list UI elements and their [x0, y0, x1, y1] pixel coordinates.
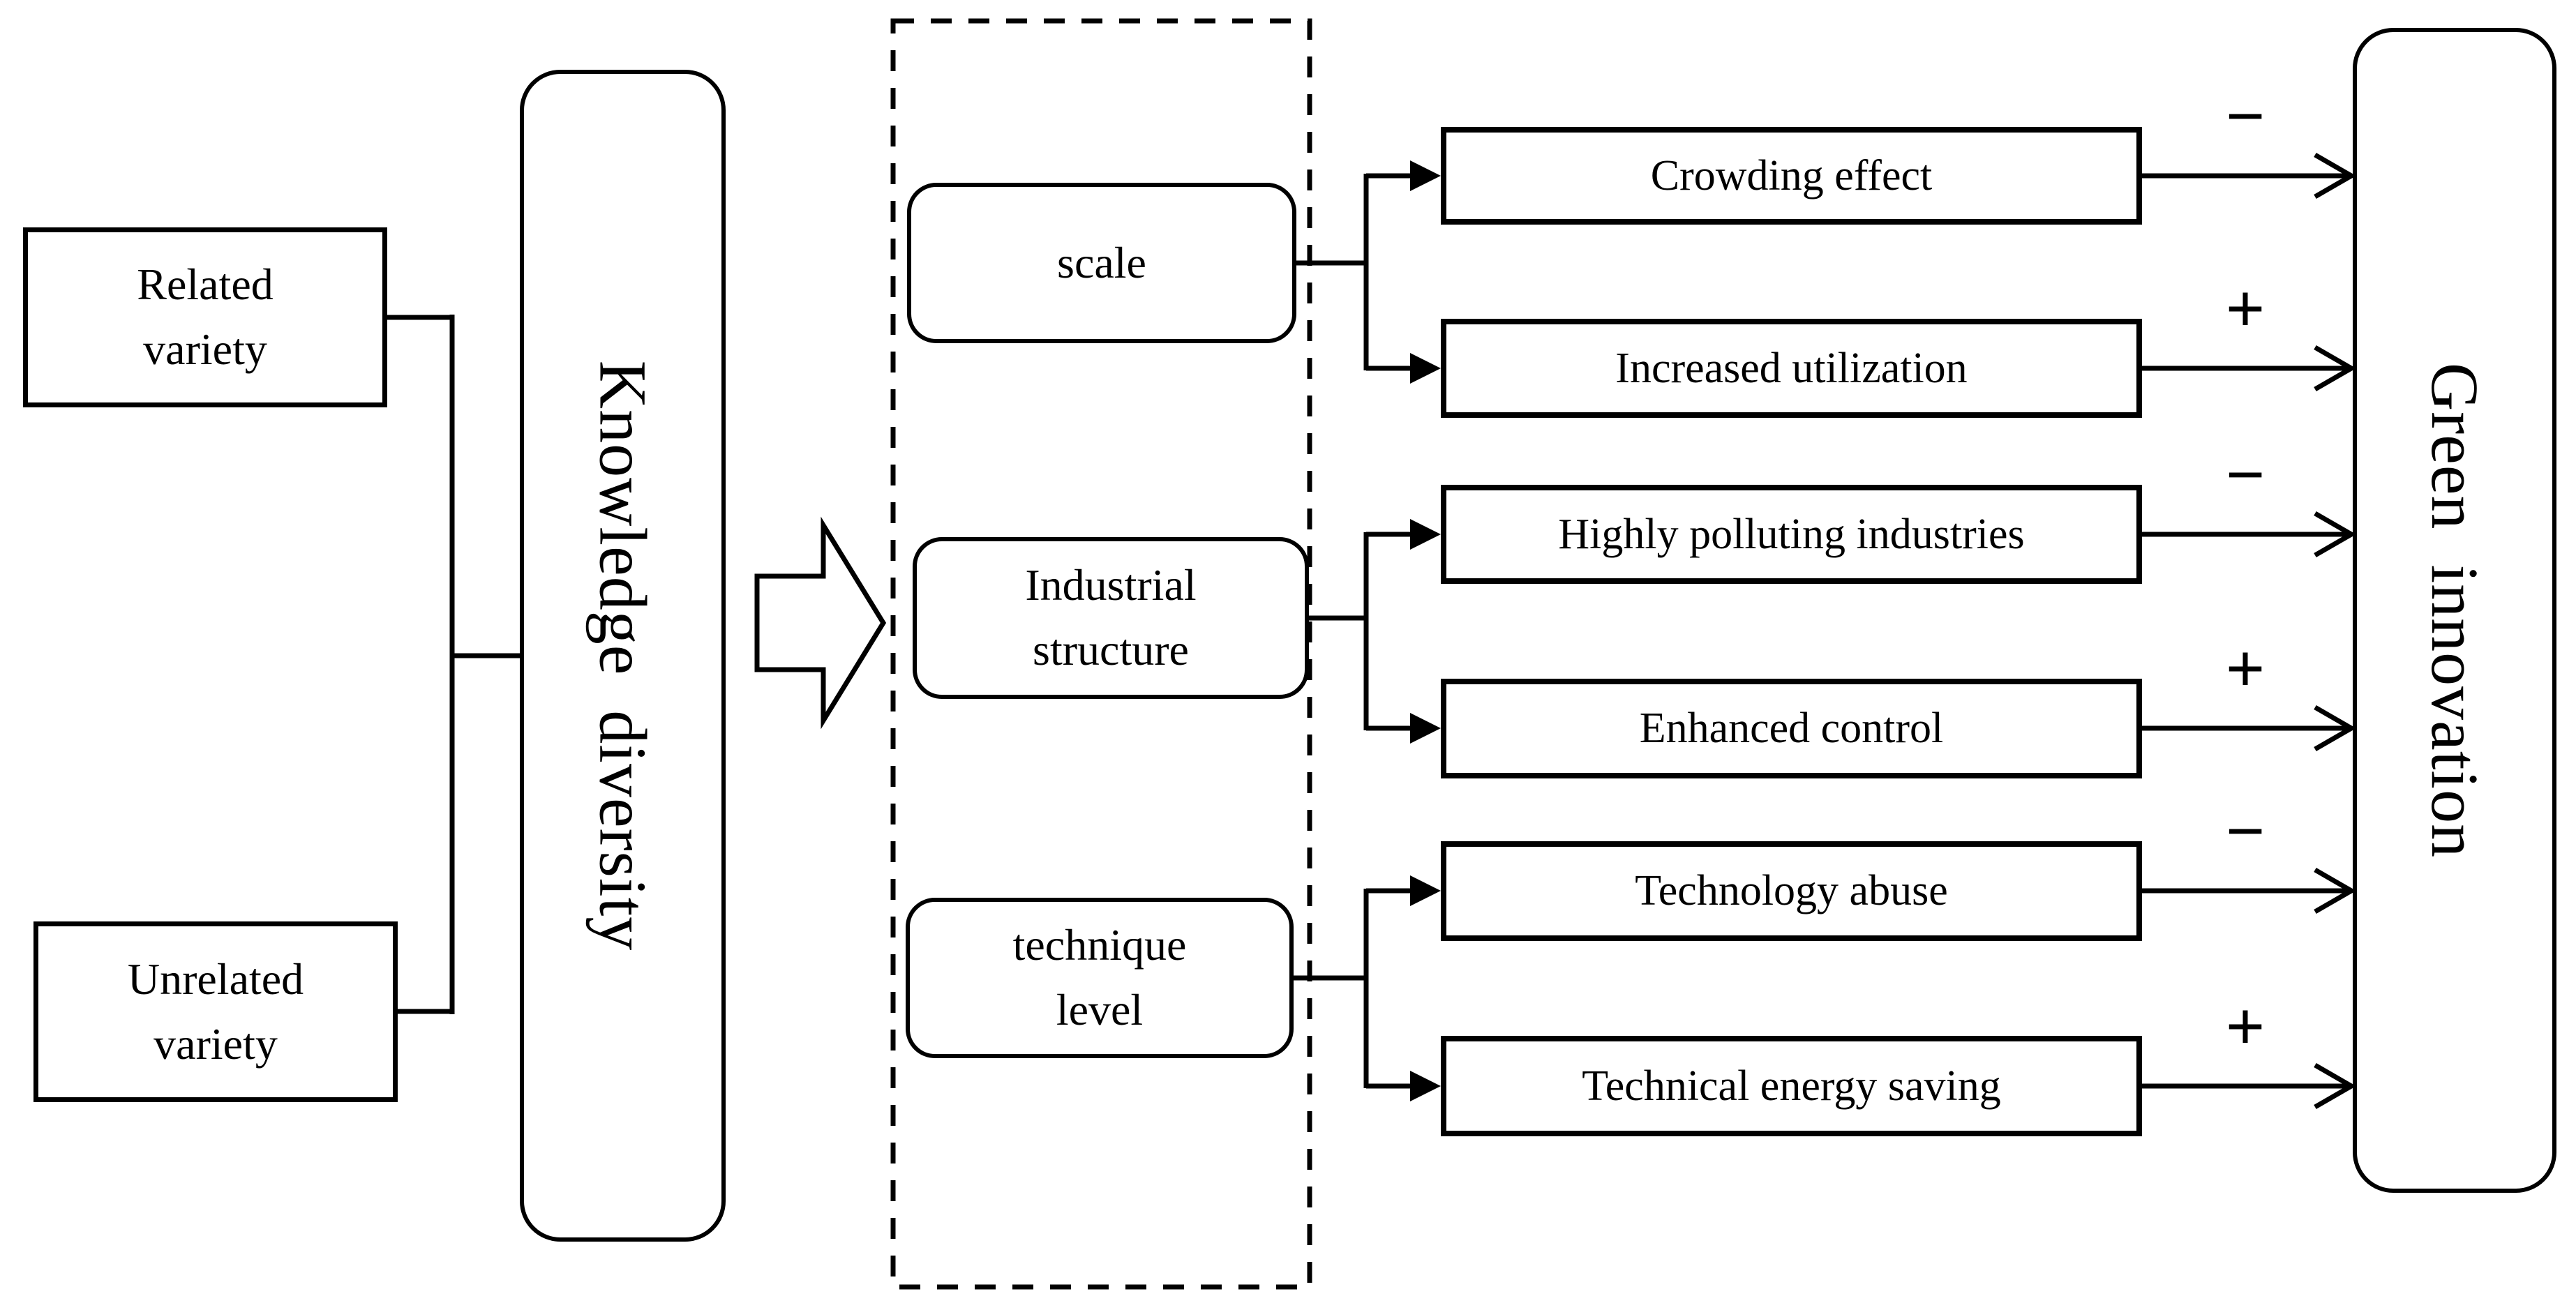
unrelated-variety-line1: Unrelated [127, 954, 304, 1004]
related-variety-line2: variety [143, 324, 267, 374]
sign-technical-energy-saving: + [2225, 988, 2266, 1065]
connector-scale-branch [1295, 173, 1416, 371]
arrow-technical-to-green [2142, 1062, 2357, 1110]
box-green-innovation: Green innovation [2353, 28, 2556, 1193]
sign-increased-utilization: + [2225, 270, 2266, 347]
knowledge-diversity-label: Knowledge diversity [585, 360, 661, 951]
sign-crowding-effect: − [2225, 77, 2266, 155]
arrow-technology-to-green [2142, 867, 2357, 914]
sign-enhanced-control: + [2225, 630, 2266, 707]
technique-level-line2: level [1056, 985, 1144, 1034]
arrowhead-to-enhanced-control [1410, 713, 1441, 744]
connector-variety-to-knowledge [387, 315, 523, 1014]
industrial-structure-line2: structure [1033, 625, 1189, 675]
connector-industrial-branch [1308, 532, 1416, 731]
arrow-increased-to-green [2142, 345, 2357, 392]
box-industrial-structure: Industrial structure [913, 537, 1309, 699]
box-technique-level: technique level [906, 898, 1294, 1058]
arrowhead-to-increased-utilization [1410, 353, 1441, 384]
sign-highly-polluting-industries: − [2225, 436, 2266, 513]
box-knowledge-diversity: Knowledge diversity [520, 70, 726, 1242]
box-technology-abuse: Technology abuse [1441, 841, 2142, 941]
highly-polluting-industries-label: Highly polluting industries [1558, 510, 2025, 558]
arrowhead-to-technology-abuse [1410, 875, 1441, 906]
dashed-group-border [890, 18, 1312, 1290]
crowding-effect-label: Crowding effect [1650, 151, 1933, 199]
box-scale: scale [907, 183, 1296, 343]
arrowhead-to-highly-polluting [1410, 519, 1441, 550]
technology-abuse-label: Technology abuse [1635, 867, 1948, 915]
scale-label: scale [1057, 237, 1146, 287]
connector-technique-branch [1292, 888, 1416, 1089]
arrowhead-to-technical-energy-saving [1410, 1071, 1441, 1101]
arrowhead-to-crowding-effect [1410, 160, 1441, 191]
box-technical-energy-saving: Technical energy saving [1441, 1036, 2142, 1136]
box-enhanced-control: Enhanced control [1441, 679, 2142, 778]
green-innovation-label: Green innovation [2418, 362, 2493, 859]
arrow-crowding-to-green [2142, 152, 2357, 199]
industrial-structure-line1: Industrial [1025, 560, 1197, 610]
increased-utilization-label: Increased utilization [1615, 344, 1968, 392]
box-increased-utilization: Increased utilization [1441, 319, 2142, 418]
arrow-enhanced-to-green [2142, 705, 2357, 752]
block-arrow-icon [754, 516, 887, 730]
technique-level-line1: technique [1012, 920, 1187, 970]
related-variety-line1: Related [137, 259, 274, 310]
enhanced-control-label: Enhanced control [1639, 705, 1944, 753]
sign-technology-abuse: − [2225, 792, 2266, 870]
unrelated-variety-line2: variety [153, 1018, 278, 1069]
box-unrelated-variety: Unrelated variety [33, 921, 398, 1102]
arrow-highly-to-green [2142, 511, 2357, 558]
technical-energy-saving-label: Technical energy saving [1582, 1062, 2001, 1110]
box-highly-polluting-industries: Highly polluting industries [1441, 485, 2142, 584]
box-related-variety: Related variety [23, 227, 387, 407]
box-crowding-effect: Crowding effect [1441, 127, 2142, 225]
